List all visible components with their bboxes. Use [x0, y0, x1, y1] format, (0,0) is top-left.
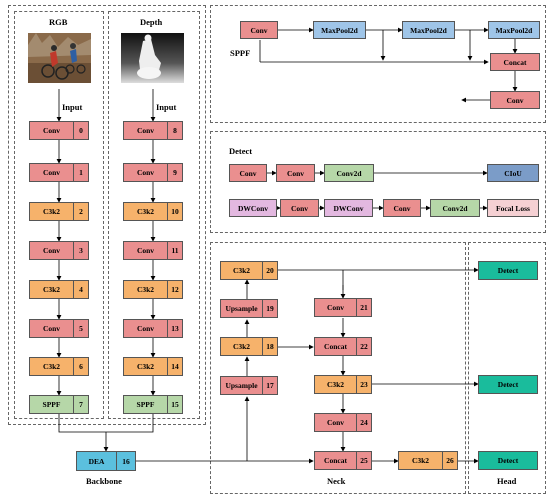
- rgb-input-label: Input: [62, 102, 83, 112]
- sppf-maxpool-1: MaxPool2d: [313, 21, 366, 39]
- sppf-concat: Concat: [490, 53, 540, 71]
- sppf-maxpool-2: MaxPool2d: [402, 21, 455, 39]
- detect-row2-conv-1: Conv: [280, 199, 319, 217]
- depth-title: Depth: [140, 17, 163, 27]
- depth-input-label: Input: [156, 102, 177, 112]
- rgb-title: RGB: [49, 17, 68, 27]
- detect-focal-loss: Focal Loss: [487, 199, 539, 217]
- detect-row2-dwconv-1: DWConv: [229, 199, 277, 217]
- head-region: [468, 242, 546, 494]
- detect-row2-dwconv-2: DWConv: [324, 199, 373, 217]
- rgb-input-image: [28, 33, 91, 83]
- detect-row2-conv-2: Conv: [383, 199, 421, 217]
- sppf-label: SPPF: [230, 48, 251, 58]
- head-label: Head: [497, 476, 517, 486]
- detect-region: [210, 131, 546, 233]
- detect-label: Detect: [229, 146, 253, 156]
- detect-row1-conv-1: Conv: [229, 164, 267, 182]
- neck-label: Neck: [327, 476, 346, 486]
- backbone-region: [8, 5, 206, 425]
- depth-column-region: [108, 11, 200, 419]
- depth-input-image: [121, 33, 184, 83]
- head-detect-bottom: Detect: [478, 451, 538, 470]
- detect-row1-conv-2: Conv: [276, 164, 315, 182]
- sppf-output-conv: Conv: [490, 91, 540, 109]
- sppf-maxpool-3: MaxPool2d: [488, 21, 540, 39]
- sppf-region: [210, 5, 546, 123]
- detect-ciou: CIoU: [487, 164, 539, 182]
- head-detect-top: Detect: [478, 261, 538, 280]
- head-detect-mid: Detect: [478, 375, 538, 394]
- sppf-conv: Conv: [240, 21, 278, 39]
- detect-row2-conv2d: Conv2d: [430, 199, 480, 217]
- backbone-label: Backbone: [86, 476, 122, 486]
- detect-row1-conv2d: Conv2d: [324, 164, 374, 182]
- neck-region: [210, 242, 466, 494]
